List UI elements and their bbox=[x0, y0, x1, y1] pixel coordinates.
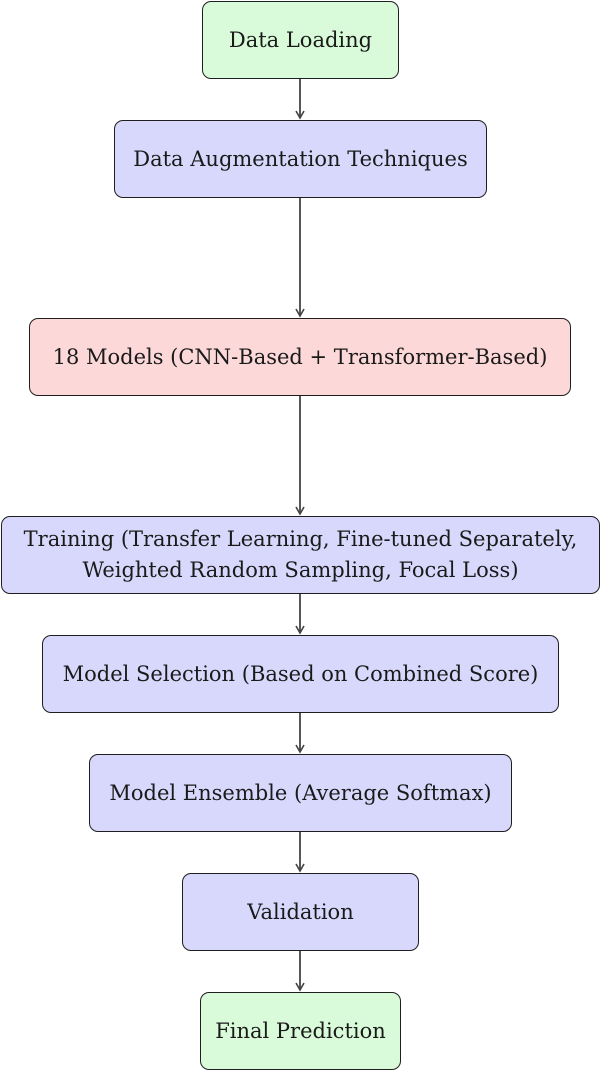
node-data-loading-label: Data Loading bbox=[228, 27, 373, 52]
node-model-selection: Model Selection (Based on Combined Score… bbox=[42, 635, 559, 713]
node-data-loading: Data Loading bbox=[202, 1, 399, 79]
node-models-label: 18 Models (CNN-Based + Transformer-Based… bbox=[52, 344, 548, 369]
node-data-augmentation: Data Augmentation Techniques bbox=[114, 120, 487, 198]
node-training: Training (Transfer Learning, Fine-tuned … bbox=[1, 516, 600, 594]
node-validation: Validation bbox=[182, 873, 419, 951]
node-training-label: Training (Transfer Learning, Fine-tuned … bbox=[23, 527, 578, 582]
node-final-prediction-label: Final Prediction bbox=[215, 1018, 386, 1043]
node-data-augmentation-label: Data Augmentation Techniques bbox=[133, 146, 468, 171]
node-model-ensemble: Model Ensemble (Average Softmax) bbox=[89, 754, 512, 832]
node-models: 18 Models (CNN-Based + Transformer-Based… bbox=[29, 318, 571, 396]
node-validation-label: Validation bbox=[247, 899, 354, 924]
node-model-ensemble-label: Model Ensemble (Average Softmax) bbox=[109, 780, 492, 805]
node-final-prediction: Final Prediction bbox=[200, 992, 401, 1070]
node-model-selection-label: Model Selection (Based on Combined Score… bbox=[62, 661, 539, 686]
